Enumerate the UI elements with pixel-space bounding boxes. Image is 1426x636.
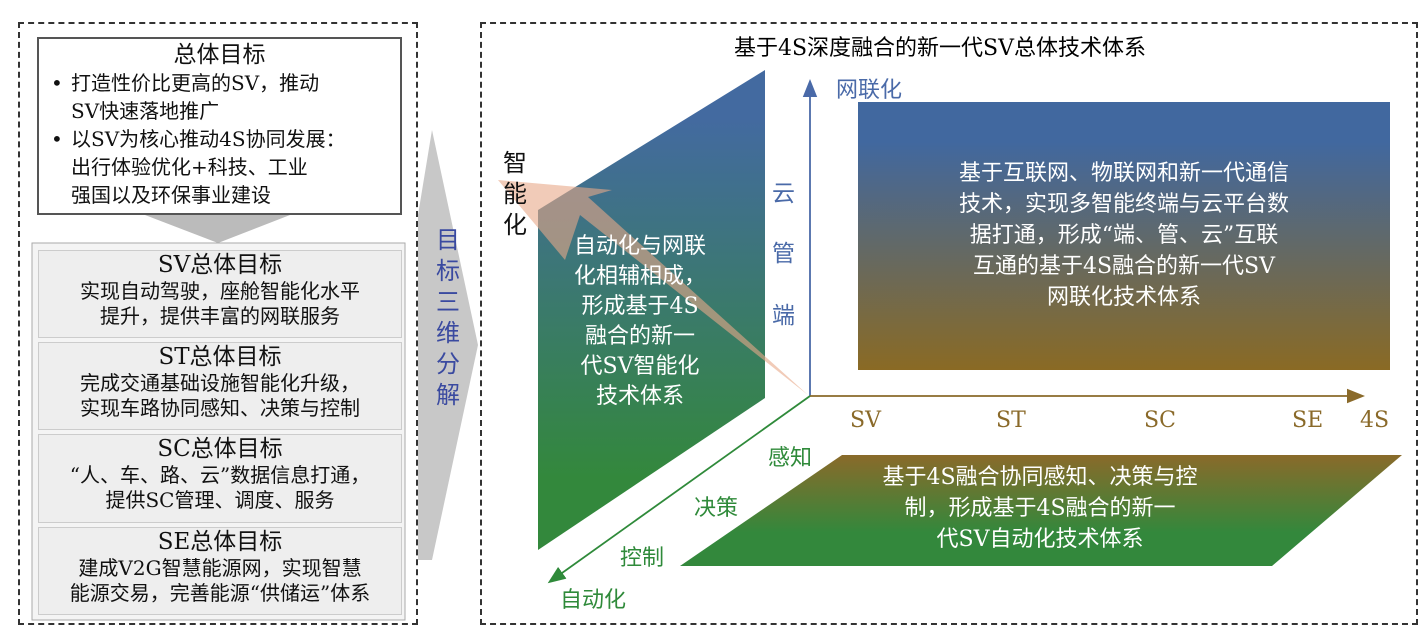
x-label-se: SE (1292, 408, 1324, 433)
panel-line: 基于4S融合协同感知、决策与控 (882, 465, 1198, 490)
goal-text: 建成V2G智慧能源网，实现智慧 (78, 556, 362, 580)
panel-line: 自动化与网联 (573, 234, 706, 259)
x-label-4s: 4S (1360, 408, 1390, 433)
x-label-st: ST (996, 408, 1026, 433)
se-goal-title: SE总体目标 (157, 529, 283, 555)
cloud-label: 云 (772, 181, 795, 207)
intelligence-arrow (498, 180, 808, 395)
intelligence-panel-text: 自动化与网联化相辅相成， 形成基于4S 融合的新一代SV智能化技术体系 (545, 232, 735, 412)
panel-line: 代SV自动化技术体系 (936, 527, 1144, 552)
panel-line: 互通的基于4S融合的新一代SV (972, 254, 1276, 279)
automation-panel-text: 基于4S融合协同感知、决策与控制，形成基于4S融合的新一代SV自动化技术体系 (820, 462, 1260, 555)
decompose-label: 目标三维分解 (436, 226, 460, 409)
panel-line: 网联化技术体系 (1046, 285, 1201, 310)
goal-text: 实现自动驾驶，座舱智能化水平 (80, 279, 360, 303)
network-panel (858, 102, 1390, 370)
overall-line: 以SV为核心推动4S协同发展： (71, 127, 346, 151)
control-label: 控制 (620, 546, 665, 571)
sv-goal-box: SV总体目标实现自动驾驶，座舱智能化水平提升，提供丰富的网联服务 (38, 250, 402, 338)
sc-goal-title: SC总体目标 (157, 436, 283, 462)
system-title: 基于4S深度融合的新一代SV总体技术体系 (733, 36, 1147, 61)
perception-label: 感知 (768, 446, 813, 471)
x-label-sv: SV (850, 408, 881, 433)
automation-panel (680, 455, 1402, 566)
automation-axis-label: 自动化 (560, 588, 627, 613)
sv-goal-title: SV总体目标 (157, 252, 283, 278)
down-arrow (145, 215, 290, 243)
panel-line: 融合的新一 (584, 324, 695, 349)
goal-text: 实现车路协同感知、决策与控制 (80, 396, 360, 420)
pipe-label: 管 (772, 241, 795, 267)
panel-line: 技术体系 (595, 384, 684, 409)
sc-goal-box: SC总体目标“人、车、路、云”数据信息打通，提供SC管理、调度、服务 (38, 434, 402, 523)
network-axis-label: 网联化 (836, 78, 903, 103)
automation-axis (547, 395, 811, 584)
se-goal-box: SE总体目标建成V2G智慧能源网，实现智慧能源交易，完善能源“供储运”体系 (38, 527, 402, 615)
decision-label: 决策 (694, 496, 739, 521)
overall-line: 打造性价比更高的SV，推动 (71, 71, 320, 95)
left-panel-frame (18, 22, 418, 625)
panel-line: 基于互联网、物联网和新一代通信 (958, 161, 1289, 186)
overall-goal-title: 总体目标 (173, 42, 266, 68)
intelligence-axis-label: 智能化 (503, 149, 527, 239)
overall-line: SV快速落地推广 (71, 99, 220, 123)
goal-text: 提供SC管理、调度、服务 (105, 488, 335, 512)
overall-line: 出行体验优化+科技、工业 (71, 155, 308, 179)
st-goal-box: ST总体目标完成交通基础设施智能化升级，实现车路协同感知、决策与控制 (38, 342, 402, 430)
st-goal-title: ST总体目标 (158, 344, 282, 370)
terminal-label: 端 (772, 303, 795, 329)
panel-line: 化相辅相成， (573, 264, 706, 289)
panel-line: 技术，实现多智能终端与云平台数 (958, 192, 1289, 217)
right-panel-frame (480, 22, 1418, 625)
decompose-arrow (418, 130, 478, 560)
x-label-sc: SC (1144, 408, 1176, 433)
goal-text: “人、车、路、云”数据信息打通， (69, 463, 371, 487)
panel-line: 代SV智能化 (580, 354, 700, 379)
goal-text: 完成交通基础设施智能化升级， (80, 371, 360, 395)
panel-line: 据打通，形成“端、管、云”互联 (969, 223, 1279, 248)
goal-text: 提升，提供丰富的网联服务 (100, 304, 340, 328)
overall-goal-box: 总体目标 •打造性价比更高的SV，推动 SV快速落地推广 •以SV为核心推动4S… (37, 37, 402, 215)
panel-line: 制，形成基于4S融合的新一 (904, 496, 1176, 521)
network-panel-text: 基于互联网、物联网和新一代通信技术，实现多智能终端与云平台数据打通，形成“端、管… (858, 158, 1390, 313)
panel-line: 形成基于4S (581, 294, 699, 319)
goal-text: 能源交易，完善能源“供储运”体系 (69, 581, 371, 605)
overall-line: 强国以及环保事业建设 (71, 183, 271, 207)
